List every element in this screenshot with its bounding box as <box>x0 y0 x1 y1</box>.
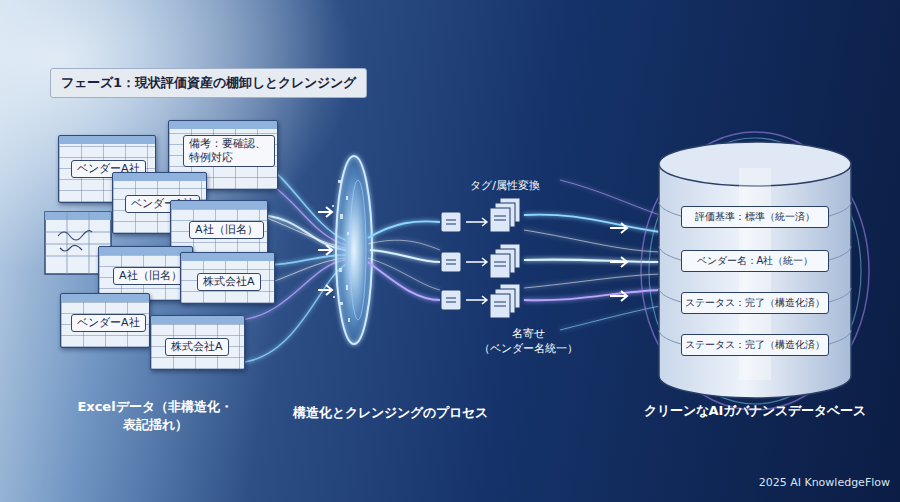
illustration-part <box>332 205 334 207</box>
process-label: 名寄せ（ベンダー名統一） <box>472 326 584 356</box>
illustration-part <box>318 285 332 295</box>
illustration-part <box>524 274 660 288</box>
illustration-part <box>336 156 372 344</box>
sheet-label: 備考：要確認、特例対応 <box>183 135 275 167</box>
record-text: ベンダー名：A社（統一） <box>697 254 814 268</box>
illustration-part <box>370 250 440 262</box>
illustration-part <box>610 291 627 301</box>
illustration-part <box>524 259 660 262</box>
stacked-docs <box>490 198 520 318</box>
illustration-part <box>368 221 440 238</box>
illustration-part <box>446 220 456 302</box>
record-icons <box>441 212 487 310</box>
data-record: ステータス：完了（構造化済） <box>681 292 829 314</box>
illustration-part <box>466 258 487 266</box>
illustration-part <box>610 223 627 233</box>
record-text: ステータス：完了（構造化済） <box>685 296 825 310</box>
illustration-part <box>524 230 660 252</box>
watermark: 2025 AI KnowledgeFlow <box>700 476 890 489</box>
process-streams <box>368 221 440 300</box>
spreadsheet-file: 株式会社A <box>150 315 245 370</box>
illustration-part <box>332 180 350 322</box>
database: クリーンなAIガバナンスデータベース評価基準：標準（統一済）ベンダー名：A社（統… <box>655 140 855 402</box>
data-record: 評価基準：標準（統一済） <box>681 206 829 228</box>
section-caption: Excelデータ（非構造化・表記揺れ） <box>70 398 240 434</box>
illustration-part <box>368 258 440 290</box>
illustration-part <box>318 245 332 255</box>
illustration-part <box>346 196 348 200</box>
illustration-part <box>560 180 660 215</box>
cleansing-funnel <box>332 156 372 344</box>
record-text: 評価基準：標準（統一済） <box>695 210 815 224</box>
cylinder-body <box>659 164 851 398</box>
glow-ring <box>649 138 861 404</box>
process-label: タグ/属性変換 <box>450 178 560 193</box>
illustration-part <box>346 285 348 290</box>
spreadsheet-file: ベンダーA社 <box>60 293 150 348</box>
illustration-part <box>610 257 627 267</box>
sheet-label: ベンダーA社 <box>71 314 146 332</box>
illustration-part <box>350 180 366 320</box>
illustration-part <box>441 212 461 310</box>
record-text: ステータス：完了（構造化済） <box>685 338 825 352</box>
input-arrows <box>318 207 332 295</box>
illustration-part <box>318 207 332 217</box>
illustration-part <box>340 302 343 305</box>
sheet-label: 株式会社A <box>197 273 261 291</box>
sheet-label: A社（旧名） <box>189 221 264 239</box>
illustration-part <box>347 232 349 235</box>
illustration-part <box>45 212 111 220</box>
illustration-part <box>524 290 660 300</box>
illustration-part <box>340 214 343 219</box>
sheet-label: A社（旧名） <box>113 267 188 285</box>
illustration-part <box>441 252 461 272</box>
spreadsheet-file: 株式会社A <box>180 252 275 304</box>
illustration-part <box>58 231 92 251</box>
illustration-part <box>441 212 461 232</box>
data-record: ステータス：完了（構造化済） <box>681 334 829 356</box>
illustration-part <box>466 218 487 226</box>
illustration-part <box>368 262 440 300</box>
output-arrows <box>610 223 627 301</box>
data-record: ベンダー名：A社（統一） <box>681 250 829 272</box>
illustration-part <box>333 296 335 298</box>
illustration-part <box>368 240 440 250</box>
diagram-title: フェーズ1：現状評価資産の棚卸しとクレンジング <box>50 68 367 98</box>
doc-lines <box>494 216 506 306</box>
illustration-part <box>338 180 341 183</box>
output-streams <box>524 180 660 330</box>
sheet-label: 株式会社A <box>165 338 229 356</box>
glow-ring <box>641 132 869 410</box>
database-caption: クリーンなAIガバナンスデータベース <box>615 402 895 420</box>
illustration-part <box>441 290 461 310</box>
illustration-part <box>339 268 342 272</box>
illustration-part <box>466 296 487 304</box>
section-caption: 構造化とクレンジングのプロセス <box>270 404 510 422</box>
illustration-part <box>524 215 660 232</box>
illustration-part <box>466 218 487 304</box>
illustration-part <box>348 318 350 322</box>
